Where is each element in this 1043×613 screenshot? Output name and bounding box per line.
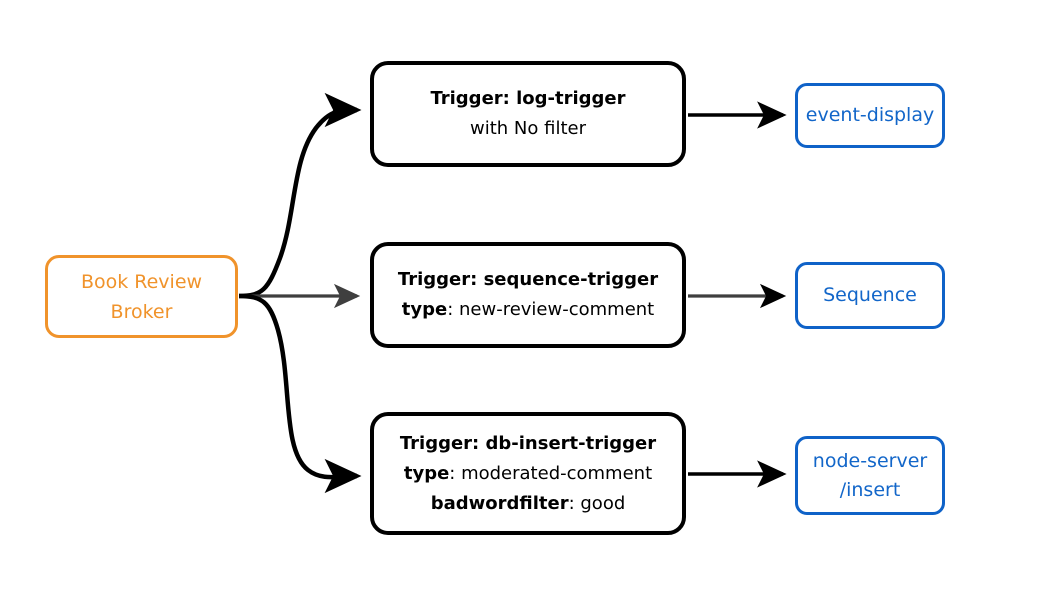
trigger-log-line-2: with No filter: [470, 114, 586, 144]
broker-label-line-2: Broker: [110, 300, 173, 323]
trigger-log-line-2-value: with No filter: [470, 118, 586, 139]
trigger-db-line-1-key: Trigger: db-insert-trigger: [399, 432, 657, 454]
broker-label-line-1: Book Review: [80, 270, 203, 293]
trigger-db-line-3-value: : good: [568, 492, 626, 514]
trigger-log-line-1: Trigger: log-trigger: [430, 84, 625, 114]
trigger-db-line-1: Trigger: db-insert-trigger: [400, 429, 656, 459]
trigger-sequence-line-2-value: : new-review-comment: [447, 299, 655, 320]
node-server-label-line-2: /insert: [839, 478, 901, 501]
trigger-sequence-line-2: type: new-review-comment: [402, 295, 654, 325]
node-server-label-line-1: node-server: [812, 449, 928, 472]
node-trigger-sequence-trigger[interactable]: Trigger: sequence-trigger type: new-revi…: [370, 242, 686, 348]
event-display-label: event-display: [805, 104, 935, 126]
edge-broker-to-db-insert-trigger: [238, 293, 362, 494]
node-sequence[interactable]: Sequence: [795, 262, 945, 329]
trigger-db-line-3: badwordfilter: good: [431, 489, 626, 519]
node-trigger-log-trigger[interactable]: Trigger: log-trigger with No filter: [370, 61, 686, 167]
trigger-db-line-3-key: badwordfilter: [430, 492, 569, 514]
trigger-sequence-line-2-key: type: [401, 299, 448, 320]
edge-broker-to-log-trigger: [238, 92, 362, 299]
node-trigger-db-insert-trigger[interactable]: Trigger: db-insert-trigger type: moderat…: [370, 412, 686, 535]
node-node-server-insert[interactable]: node-server /insert: [795, 436, 945, 515]
node-event-display[interactable]: event-display: [795, 83, 945, 148]
trigger-db-line-2-key: type: [403, 462, 450, 484]
trigger-db-line-2-value: : moderated-comment: [449, 462, 653, 484]
trigger-sequence-line-1: Trigger: sequence-trigger: [398, 265, 658, 295]
trigger-sequence-line-1-key: Trigger: sequence-trigger: [397, 269, 659, 290]
trigger-db-line-2: type: moderated-comment: [404, 459, 652, 489]
sequence-label: Sequence: [823, 284, 917, 306]
trigger-log-line-1-key: Trigger: log-trigger: [430, 88, 626, 109]
node-book-review-broker[interactable]: Book Review Broker: [45, 255, 238, 338]
